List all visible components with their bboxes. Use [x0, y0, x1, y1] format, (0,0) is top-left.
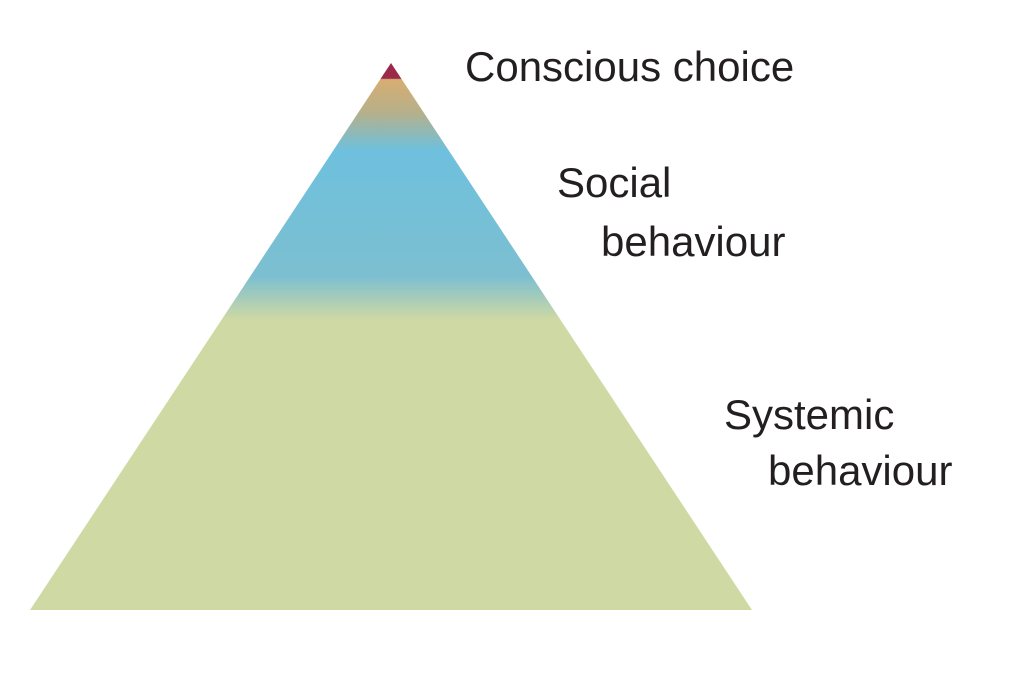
pyramid-triangle: [30, 63, 752, 610]
label-line: behaviour: [768, 447, 953, 494]
label-line: Social: [557, 159, 672, 206]
label-line: Systemic: [724, 391, 895, 438]
label-systemic-behaviour: Systemic behaviour: [724, 390, 952, 496]
label-line: behaviour: [601, 218, 786, 265]
label-line: Conscious choice: [465, 43, 795, 90]
label-social-behaviour: Social behaviour: [557, 158, 785, 267]
label-conscious-choice: Conscious choice: [465, 42, 794, 92]
